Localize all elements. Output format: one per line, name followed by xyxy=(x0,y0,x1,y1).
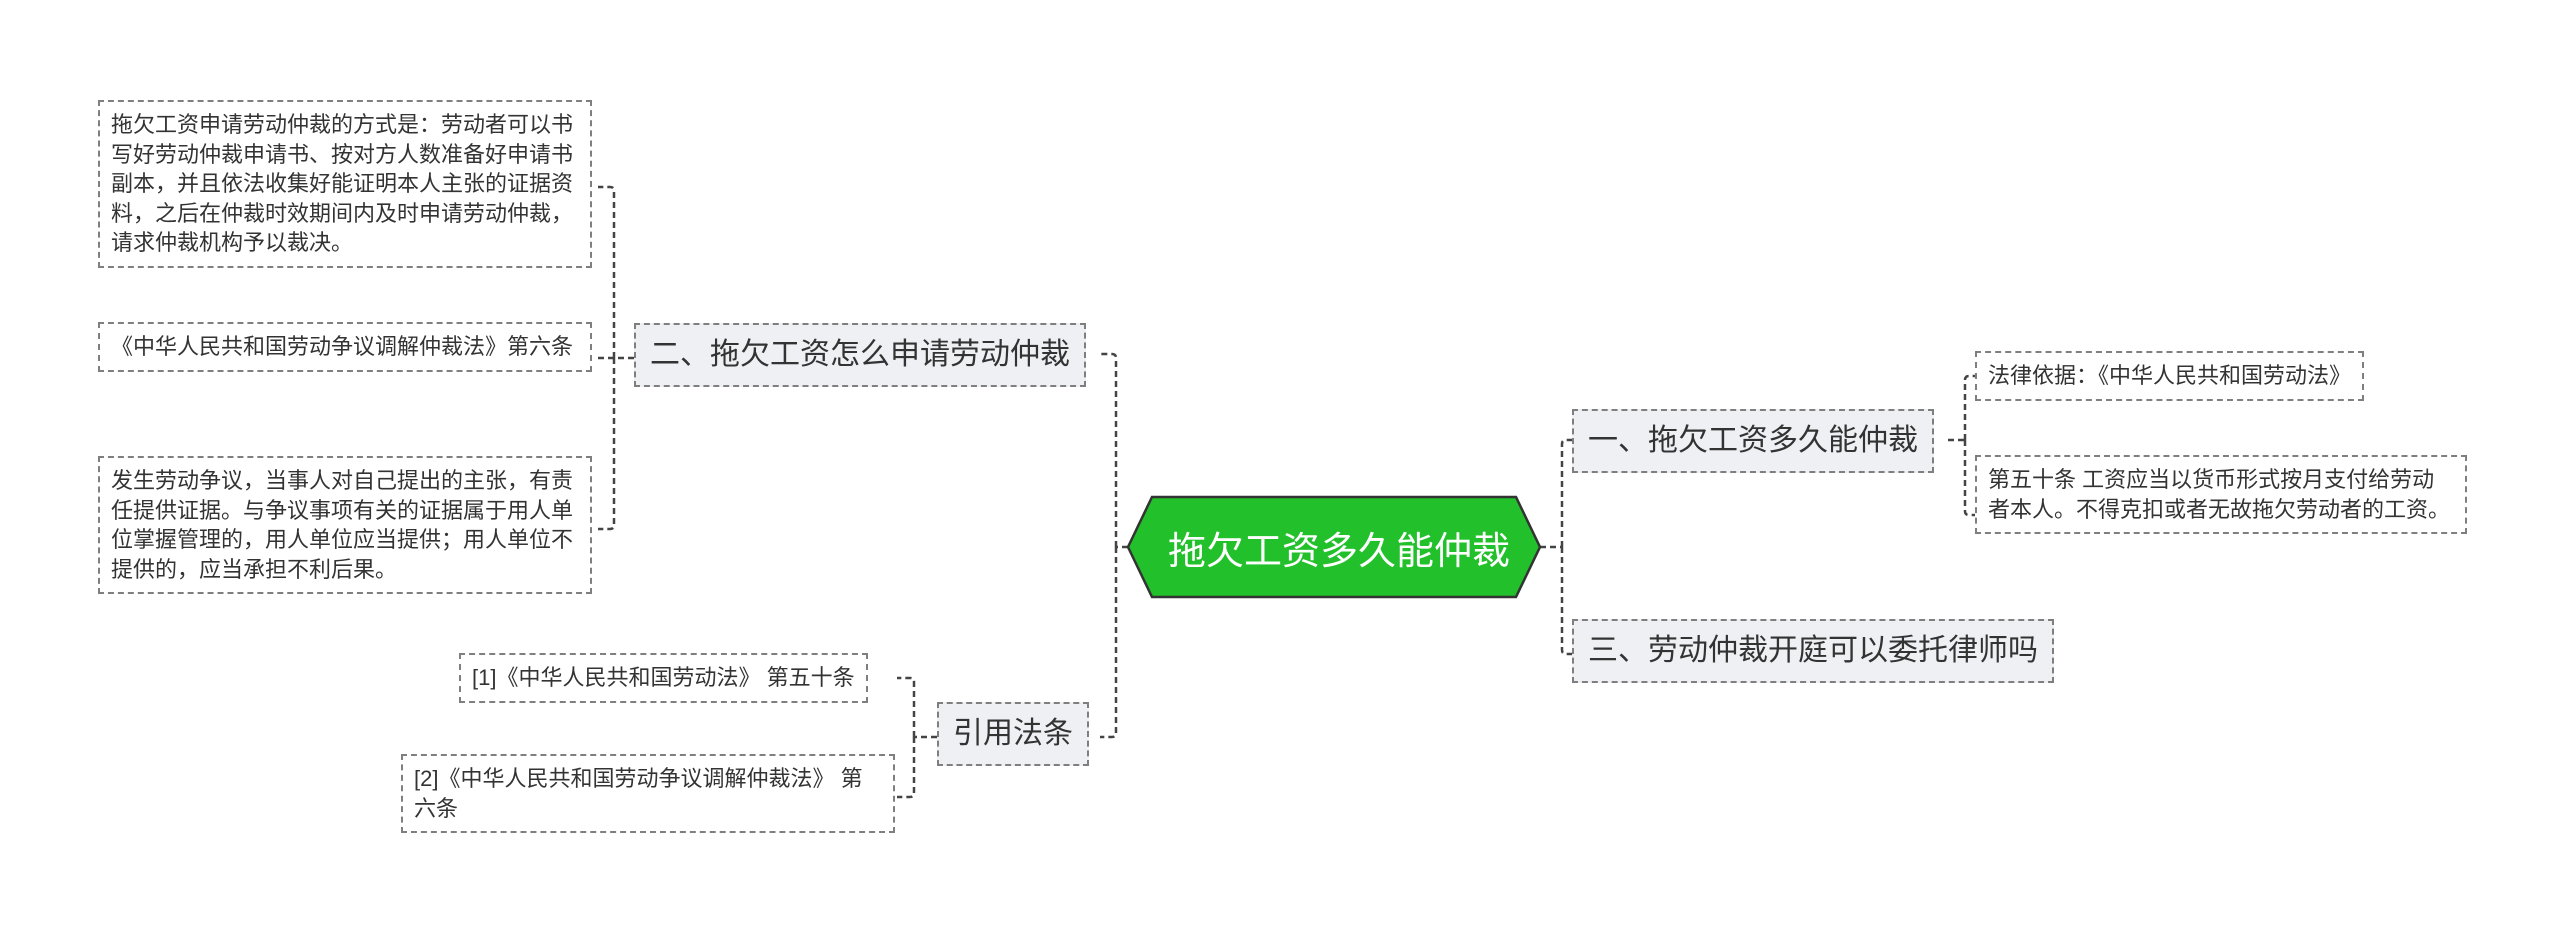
leaf-node-2-1[interactable]: 拖欠工资申请劳动仲裁的方式是：劳动者可以书写好劳动仲裁申请书、按对方人数准备好申… xyxy=(98,100,592,268)
root-node-label[interactable]: 拖欠工资多久能仲裁 xyxy=(1167,530,1510,573)
leaf-node-1-2[interactable]: 第五十条 工资应当以货币形式按月支付给劳动者本人。不得克扣或者无故拖欠劳动者的工… xyxy=(1975,455,2467,534)
leaf-text-2-3: 发生劳动争议，当事人对自己提出的主张，有责任提供证据。与争议事项有关的证据属于用… xyxy=(111,468,574,582)
branch-node-1[interactable]: 一、拖欠工资多久能仲裁 xyxy=(1572,409,1934,473)
leaf-text-1-1: 法律依据：《中华人民共和国劳动法》 xyxy=(1988,363,2352,388)
leaf-node-ref-2[interactable]: [2]《中华人民共和国劳动争议调解仲裁法》 第六条 xyxy=(401,754,895,833)
leaf-text-2-2: 《中华人民共和国劳动争议调解仲裁法》第六条 xyxy=(111,334,574,359)
branch-label-1: 一、拖欠工资多久能仲裁 xyxy=(1588,424,1918,457)
leaf-node-2-3[interactable]: 发生劳动争议，当事人对自己提出的主张，有责任提供证据。与争议事项有关的证据属于用… xyxy=(98,456,592,594)
branch-label-2: 二、拖欠工资怎么申请劳动仲裁 xyxy=(650,338,1070,371)
leaf-text-ref-1: [1]《中华人民共和国劳动法》 第五十条 xyxy=(472,665,855,690)
leaf-node-1-1[interactable]: 法律依据：《中华人民共和国劳动法》 xyxy=(1975,351,2365,401)
branch-node-3[interactable]: 三、劳动仲裁开庭可以委托律师吗 xyxy=(1572,619,2054,683)
leaf-node-ref-1[interactable]: [1]《中华人民共和国劳动法》 第五十条 xyxy=(459,653,868,703)
branch-label-references: 引用法条 xyxy=(953,717,1073,750)
leaf-node-2-2[interactable]: 《中华人民共和国劳动争议调解仲裁法》第六条 xyxy=(98,322,592,372)
leaf-text-ref-2: [2]《中华人民共和国劳动争议调解仲裁法》 第六条 xyxy=(414,766,863,821)
branch-node-2[interactable]: 二、拖欠工资怎么申请劳动仲裁 xyxy=(634,323,1086,387)
leaf-text-2-1: 拖欠工资申请劳动仲裁的方式是：劳动者可以书写好劳动仲裁申请书、按对方人数准备好申… xyxy=(111,112,574,255)
leaf-text-1-2: 第五十条 工资应当以货币形式按月支付给劳动者本人。不得克扣或者无故拖欠劳动者的工… xyxy=(1988,467,2451,522)
branch-label-3: 三、劳动仲裁开庭可以委托律师吗 xyxy=(1588,634,2038,667)
branch-node-references[interactable]: 引用法条 xyxy=(937,702,1089,766)
